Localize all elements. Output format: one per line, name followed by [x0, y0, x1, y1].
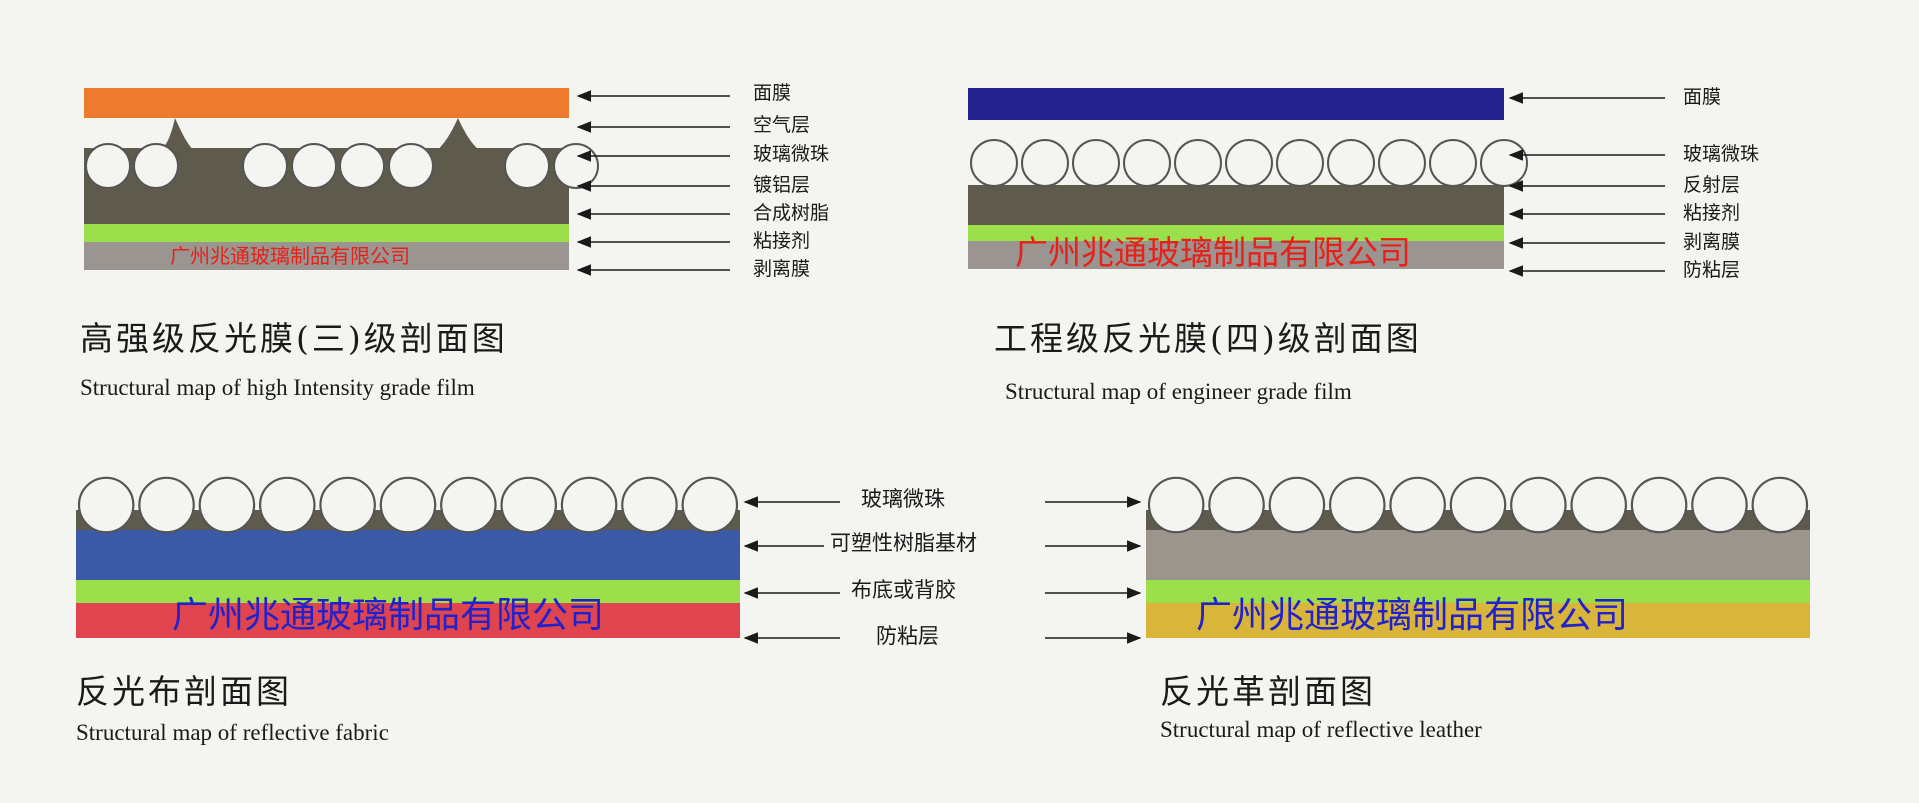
fabric-glass-bead: [319, 476, 376, 534]
glass-bead: [133, 143, 179, 189]
panel-title-cn: 工程级反光膜(四)级剖面图: [994, 319, 1422, 358]
fabric-glass-bead: [681, 476, 739, 534]
leather-glass-bead: [1328, 476, 1386, 534]
fabric-glass-bead: [621, 476, 678, 534]
glass-bead: [1225, 139, 1273, 187]
reflective-layer: [968, 185, 1504, 225]
panel-title-en: Structural map of engineer grade film: [1005, 379, 1352, 404]
layer-label-beads: 玻璃微珠: [1683, 143, 1760, 165]
fabric-glass-bead: [440, 476, 497, 534]
leather-glass-bead: [1449, 476, 1507, 534]
fabric-leather-cross-sections: [76, 476, 1810, 644]
layer-label-reflective: 反射层: [1683, 174, 1741, 196]
leather-glass-bead: [1570, 476, 1628, 534]
leather-glass-bead: [1268, 476, 1326, 534]
layer-label-air: 空气层: [753, 114, 811, 136]
adhesive-layer: [84, 224, 569, 242]
high-intensity-cross-section: [84, 88, 730, 276]
face-film-layer: [968, 88, 1504, 120]
resin-pillar-right: [425, 118, 492, 160]
leather-glass-bead: [1510, 476, 1567, 534]
glass-bead: [291, 143, 337, 189]
glass-bead: [1480, 139, 1528, 187]
adhesive-layer: [968, 225, 1504, 241]
glass-bead: [970, 139, 1018, 187]
fabric-glass-bead: [138, 476, 195, 534]
leather-glass-bead: [1691, 476, 1748, 534]
company-name: 广州兆通玻璃制品有限公司: [1015, 233, 1411, 272]
face-film-layer: [84, 88, 569, 118]
panel-bottom: 广州兆通玻璃制品有限公司 广州兆通玻璃制品有限公司 玻璃微珠 可塑性树脂基材 布…: [0, 430, 1919, 803]
company-name-fabric: 广州兆通玻璃制品有限公司: [172, 595, 605, 636]
glass-bead: [242, 143, 288, 189]
release-layer: [968, 241, 1504, 269]
engineer-cross-section: [968, 88, 1665, 277]
fabric-adhesive-layer: [76, 580, 740, 603]
layer-label-release: 剥离膜: [753, 258, 811, 280]
fabric-resin-substrate: [76, 530, 740, 580]
company-name-leather: 广州兆通玻璃制品有限公司: [1196, 595, 1629, 636]
glass-bead: [553, 143, 599, 189]
glass-bead: [1327, 139, 1375, 187]
fabric-antistick-layer: [76, 603, 740, 638]
shared-label-fabric-adhesive: 布底或背胶: [845, 580, 962, 601]
leather-adhesive-layer: [1146, 580, 1810, 603]
leather-title-en: Structural map of reflective leather: [1160, 717, 1482, 742]
panel-title-en: Structural map of high Intensity grade f…: [80, 375, 475, 400]
fabric-glass-bead: [258, 476, 316, 534]
glass-bead: [339, 143, 385, 189]
release-layer: [84, 242, 569, 270]
leather-glass-bead: [1389, 476, 1446, 534]
fabric-glass-bead: [500, 476, 558, 534]
shared-label-beads: 玻璃微珠: [855, 489, 951, 510]
fabric-glass-bead: [379, 476, 437, 534]
layer-label-face: 面膜: [753, 82, 792, 104]
layer-label-adhesive: 粘接剂: [753, 230, 811, 252]
layer-label-adhesive: 粘接剂: [1683, 202, 1741, 224]
glass-bead: [504, 143, 550, 189]
layer-label-aluminum: 镀铝层: [753, 174, 811, 196]
layer-label-resin: 合成树脂: [753, 202, 830, 224]
fabric-glass-bead: [198, 476, 256, 534]
glass-bead: [1429, 139, 1477, 187]
glass-bead: [1378, 139, 1426, 187]
layer-label-beads: 玻璃微珠: [753, 143, 830, 165]
glass-bead: [85, 143, 131, 189]
fabric-title-cn: 反光布剖面图: [76, 672, 292, 711]
company-name: 广州兆通玻璃制品有限公司: [170, 244, 410, 268]
leather-glass-bead: [1630, 476, 1688, 534]
fabric-glass-bead: [560, 476, 618, 534]
leather-glass-bead: [1751, 476, 1809, 534]
glass-bead: [1123, 139, 1171, 187]
leather-antistick-layer: [1146, 603, 1810, 638]
shared-label-antistick: 防粘层: [870, 626, 945, 647]
shared-label-resin-substrate: 可塑性树脂基材: [824, 533, 983, 554]
glass-bead: [1276, 139, 1324, 187]
glass-bead: [388, 143, 434, 189]
glass-bead: [1072, 139, 1120, 187]
panel-title-cn: 高强级反光膜(三)级剖面图: [80, 319, 508, 358]
leather-title-cn: 反光革剖面图: [1160, 672, 1376, 711]
glass-bead: [1174, 139, 1222, 187]
layer-label-face: 面膜: [1683, 86, 1722, 108]
panel-high-intensity: 广州兆通玻璃制品有限公司 面膜 空气层 玻璃微珠 镀铝层 合成树脂 粘接剂 剥离…: [0, 0, 960, 400]
fabric-glass-bead: [77, 476, 135, 534]
glass-bead: [1021, 139, 1069, 187]
leather-glass-bead: [1208, 476, 1265, 534]
fabric-title-en: Structural map of reflective fabric: [76, 720, 389, 745]
leather-resin-substrate: [1146, 530, 1810, 580]
panel-engineer: 广州兆通玻璃制品有限公司 面膜 玻璃微珠 反射层 粘接剂 剥离膜 防粘层 工程级…: [960, 0, 1919, 404]
leather-glass-bead: [1147, 476, 1205, 534]
layer-label-release: 剥离膜: [1683, 231, 1741, 253]
layer-label-antistick: 防粘层: [1683, 259, 1741, 281]
